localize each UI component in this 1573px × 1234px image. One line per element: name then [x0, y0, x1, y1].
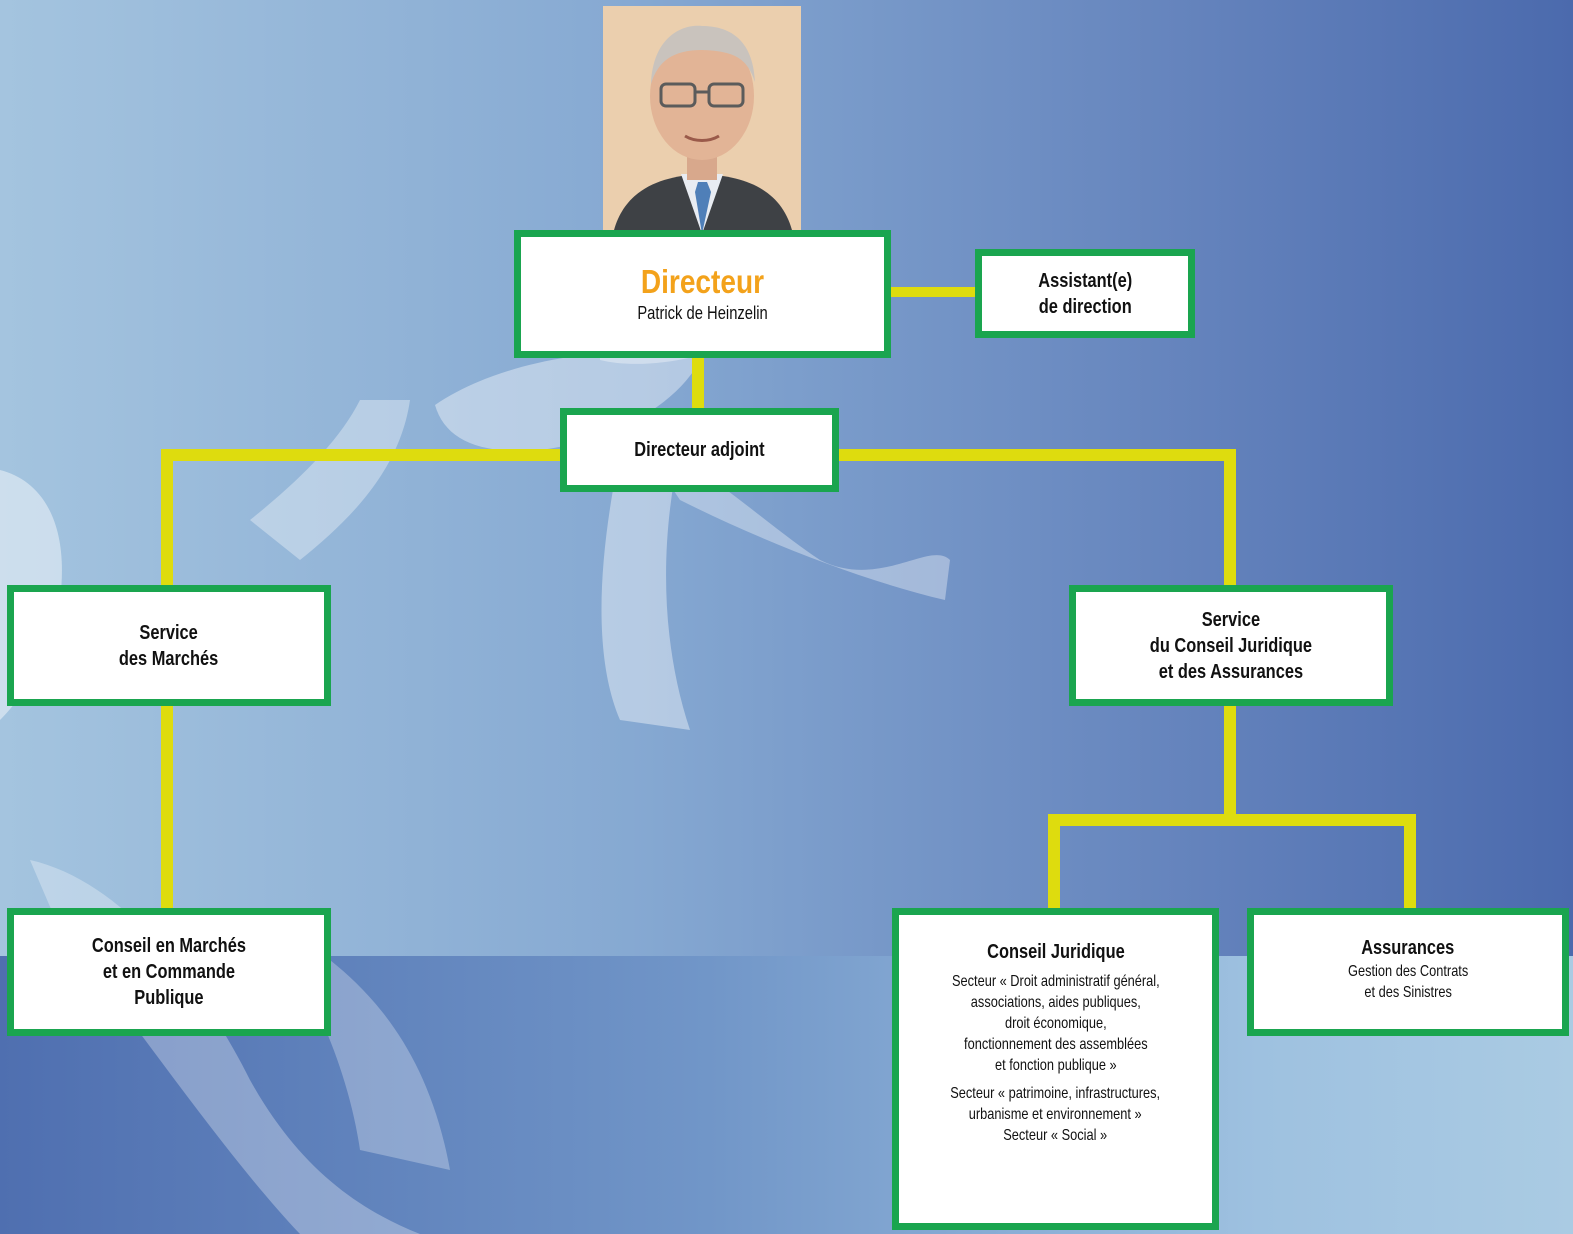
connector-right-down-1 — [1224, 449, 1236, 591]
assistant-box: Assistant(e) de direction — [975, 249, 1195, 338]
service-juridique-label: Service du Conseil Juridique et des Assu… — [1149, 608, 1313, 683]
assistant-label: Assistant(e) de direction — [1038, 269, 1132, 318]
conseil-marches-label: Conseil en Marchés et en Commande Publiq… — [91, 935, 247, 1009]
director-photo — [603, 6, 801, 234]
conseil-marches-box: Conseil en Marchés et en Commande Publiq… — [7, 908, 331, 1036]
director-box: Directeur Patrick de Heinzelin — [514, 230, 891, 358]
deputy-box: Directeur adjoint — [560, 408, 839, 492]
assurances-box: Assurances Gestion des Contrats et des S… — [1247, 908, 1569, 1036]
director-title: Directeur — [640, 263, 765, 300]
conseil-juridique-title: Conseil Juridique — [986, 941, 1125, 963]
deputy-label: Directeur adjoint — [634, 439, 765, 461]
conseil-juridique-sector-2: Secteur « patrimoine, infrastructures, u… — [950, 1085, 1161, 1144]
service-marches-label: Service des Marchés — [119, 621, 219, 670]
connector-deputy-left — [161, 449, 571, 461]
director-name: Patrick de Heinzelin — [637, 303, 768, 323]
assurances-title: Assurances — [1361, 937, 1455, 959]
service-juridique-box: Service du Conseil Juridique et des Assu… — [1069, 585, 1393, 706]
connector-director-assistant — [885, 287, 980, 297]
portrait-icon — [603, 6, 801, 234]
connector-deputy-right — [832, 449, 1236, 461]
assurances-subtitle: Gestion des Contrats et des Sinistres — [1347, 963, 1469, 1001]
connector-director-deputy — [692, 352, 704, 416]
connector-to-assurances — [1404, 814, 1416, 914]
connector-split-horizontal — [1048, 814, 1416, 826]
connector-juridique-down — [1224, 700, 1236, 818]
conseil-juridique-box: Conseil Juridique Secteur « Droit admini… — [892, 908, 1219, 1230]
connector-to-conseil-juridique — [1048, 814, 1060, 914]
connector-marches-down — [161, 700, 173, 914]
service-marches-box: Service des Marchés — [7, 585, 331, 706]
conseil-juridique-sector-1: Secteur « Droit administratif général, a… — [951, 973, 1160, 1074]
connector-left-down-1 — [161, 449, 173, 591]
